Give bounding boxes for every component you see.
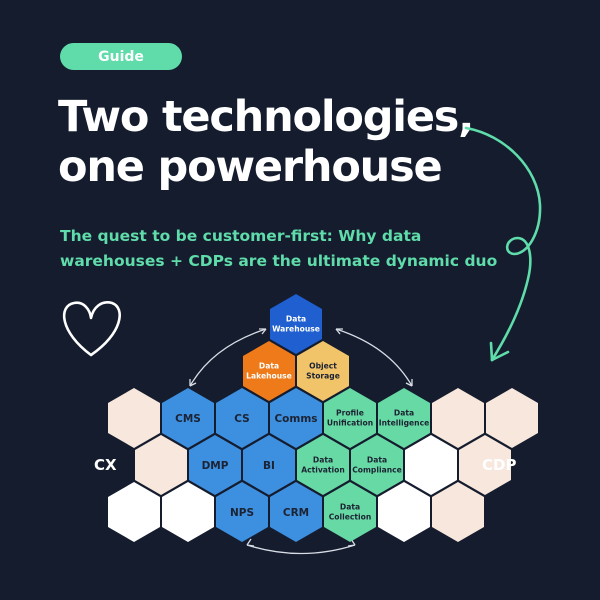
hex-label: BI (263, 460, 275, 472)
hex-shape (135, 435, 187, 495)
hex-label: Unification (327, 419, 373, 428)
hex-shape (243, 341, 295, 401)
hex-label: Data (394, 409, 414, 418)
hex-cream-5 (432, 482, 484, 542)
hex-label: Activation (301, 466, 345, 475)
hex-shape (216, 388, 268, 448)
hex-shape (270, 388, 322, 448)
hex-comms: Comms (270, 388, 322, 448)
hex-shape (108, 482, 160, 542)
hex-cream-1 (108, 388, 160, 448)
hex-nps: NPS (216, 482, 268, 542)
hex-shape (486, 388, 538, 448)
hex-label: Collection (329, 513, 372, 522)
hex-blank-1 (108, 482, 160, 542)
heart-outline-icon (62, 301, 121, 357)
hex-shape (432, 388, 484, 448)
hex-shape (270, 482, 322, 542)
hex-label: Data (340, 503, 360, 512)
hex-label: CS (234, 413, 249, 425)
hex-label: DMP (202, 460, 229, 472)
hex-cs: CS (216, 388, 268, 448)
hex-label: Comms (274, 413, 317, 425)
hex-shape (297, 341, 349, 401)
hex-blank-2 (162, 482, 214, 542)
hex-crm: CRM (270, 482, 322, 542)
connector-arrows (189, 328, 413, 555)
hex-blank-4 (378, 482, 430, 542)
hex-shape (378, 482, 430, 542)
hex-label: Data (367, 456, 387, 465)
title-line-2: one powerhouse (58, 142, 443, 192)
hex-shape (162, 482, 214, 542)
hex-shape (108, 388, 160, 448)
hex-grid: DataWarehouseDataLakehouseObjectStorageC… (108, 294, 538, 542)
hex-shape (324, 482, 376, 542)
hex-bi: BI (243, 435, 295, 495)
hex-cream-3 (432, 388, 484, 448)
title-line-1: Two technologies, (58, 92, 475, 142)
subtitle-line-1: The quest to be customer-first: Why data (60, 227, 422, 245)
hex-label: Object (309, 362, 337, 371)
hex-shape (243, 435, 295, 495)
hex-shape (297, 435, 349, 495)
hex-shape (270, 294, 322, 354)
guide-badge: Guide (60, 43, 182, 70)
hex-label: Storage (306, 372, 340, 381)
page-title: Two technologies, one powerhouse (58, 92, 498, 192)
hex-shape (162, 388, 214, 448)
curly-arrow-icon (464, 126, 542, 362)
subtitle-line-2: warehouses + CDPs are the ultimate dynam… (60, 252, 498, 270)
hex-shape (378, 388, 430, 448)
hex-label: CMS (175, 413, 201, 425)
hex-label: Profile (336, 409, 364, 418)
hex-shape (189, 435, 241, 495)
subtitle: The quest to be customer-first: Why data… (60, 224, 540, 274)
hex-shape (405, 435, 457, 495)
hex-cream-2 (135, 435, 187, 495)
hex-label: Lakehouse (246, 372, 292, 381)
hex-label: CRM (283, 507, 309, 519)
hex-shape (432, 482, 484, 542)
hex-dmp: DMP (189, 435, 241, 495)
hex-label: NPS (230, 507, 254, 519)
hex-label: Compliance (352, 466, 402, 475)
hex-label: Data (313, 456, 333, 465)
hex-cream-4 (459, 435, 511, 495)
hex-shape (324, 388, 376, 448)
hex-cms: CMS (162, 388, 214, 448)
cx-label: CX (94, 456, 117, 474)
hex-label: Intelligence (379, 419, 429, 428)
hex-shape (459, 435, 511, 495)
hex-shape (351, 435, 403, 495)
hex-label: Data (259, 362, 279, 371)
cdp-label: CDP (482, 456, 517, 474)
hex-label: Warehouse (272, 325, 320, 334)
hex-cream-6 (486, 388, 538, 448)
hex-shape (216, 482, 268, 542)
hex-blank-3 (405, 435, 457, 495)
hex-label: Data (286, 315, 306, 324)
